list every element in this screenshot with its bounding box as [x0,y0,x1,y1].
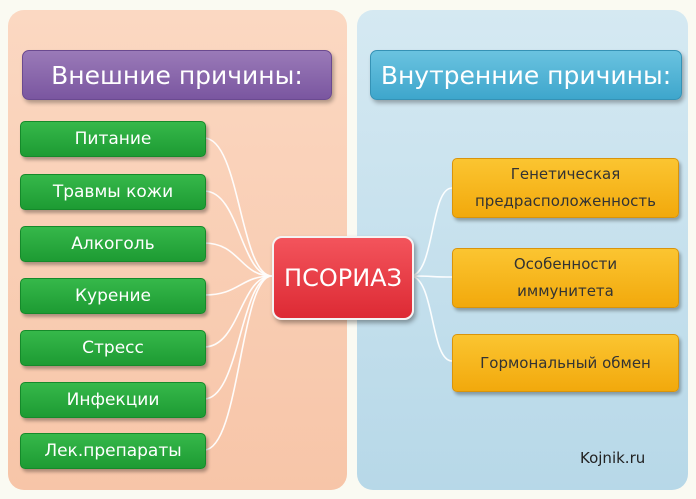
cause-medications: Лек.препараты [20,433,206,469]
cause-immunity-features: Особенности иммунитета [452,248,679,308]
internal-causes-title: Внутренние причины: [370,50,682,100]
connector-line [409,187,453,277]
cause-skin-injury: Травмы кожи [20,174,206,210]
inner-cause-line: Особенности [513,255,618,273]
connector-line [203,137,273,277]
connector-line [203,275,273,400]
connector-line [203,275,273,348]
external-causes-title: Внешние причины: [22,50,332,100]
connector-line [409,275,453,278]
cause-alcohol: Алкоголь [20,226,206,262]
cause-hormonal-metabolism: Гормональный обмен [452,334,679,392]
connector-line [203,275,273,296]
connector-line [203,190,273,277]
connector-line [203,242,273,277]
inner-cause-line: предрасположенность [475,192,656,210]
watermark-text: Kojnik.ru [580,449,646,467]
cause-nutrition: Питание [20,121,206,157]
cause-infections: Инфекции [20,382,206,418]
inner-cause-line: Гормональный обмен [480,353,651,372]
connector-line [203,275,273,451]
cause-stress: Стресс [20,330,206,366]
psoriasis-center-node: ПСОРИАЗ [272,236,414,320]
connector-line [409,275,453,362]
inner-cause-line: Генетическая [510,165,621,183]
cause-genetic-predisposition: Генетическая предрасположенность [452,158,679,218]
inner-cause-line: иммунитета [517,282,614,300]
cause-smoking: Курение [20,278,206,314]
